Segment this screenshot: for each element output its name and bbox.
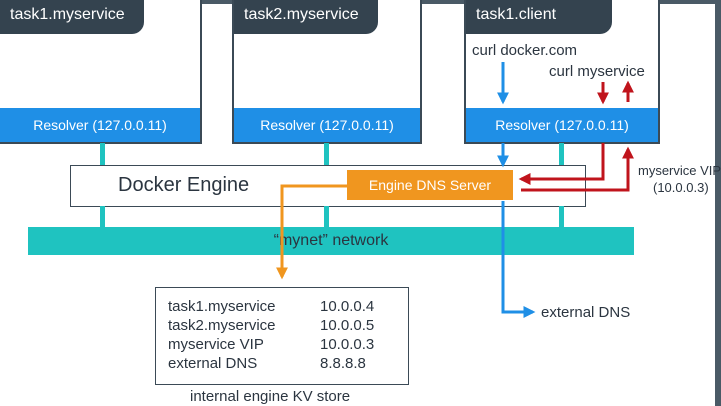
kv-value: 10.0.0.4 — [320, 298, 375, 315]
resolver: Resolver (127.0.0.11) — [234, 108, 420, 142]
docker-engine-label: Docker Engine — [118, 174, 250, 196]
resolver: Resolver (127.0.0.11) — [466, 108, 658, 142]
container-title: task2.myservice — [234, 0, 378, 34]
kv-key: myservice VIP — [168, 336, 264, 353]
container-title: task1.client — [466, 0, 612, 34]
container-task1-client: task1.client Resolver (127.0.0.11) — [464, 0, 660, 144]
container-task1-myservice: task1.myservice Resolver (127.0.0.11) — [0, 0, 202, 144]
kv-value: 8.8.8.8 — [320, 355, 366, 372]
kv-store-caption: internal engine KV store — [190, 388, 351, 405]
vip-label-line2: (10.0.0.3) — [653, 180, 709, 195]
kv-key: task1.myservice — [168, 298, 276, 315]
vip-label-line1: myservice VIP — [638, 163, 721, 178]
engine-dns-server: Engine DNS Server — [347, 170, 513, 200]
kv-key: external DNS — [168, 355, 258, 372]
curl-myservice-label: curl myservice — [549, 63, 645, 80]
kv-value: 10.0.0.3 — [320, 336, 375, 353]
mynet-network: “mynet” network — [28, 227, 634, 255]
kv-key: task2.myservice — [168, 317, 276, 334]
kv-value: 10.0.0.5 — [320, 317, 375, 334]
resolver: Resolver (127.0.0.11) — [0, 108, 200, 142]
kv-store-box: task1.myservice 10.0.0.4 task2.myservice… — [155, 287, 409, 385]
container-task2-myservice: task2.myservice Resolver (127.0.0.11) — [232, 0, 422, 144]
curl-docker-label: curl docker.com — [472, 42, 578, 59]
container-title: task1.myservice — [0, 0, 144, 34]
frame-right-border — [715, 0, 721, 406]
external-dns-label: external DNS — [541, 304, 631, 321]
